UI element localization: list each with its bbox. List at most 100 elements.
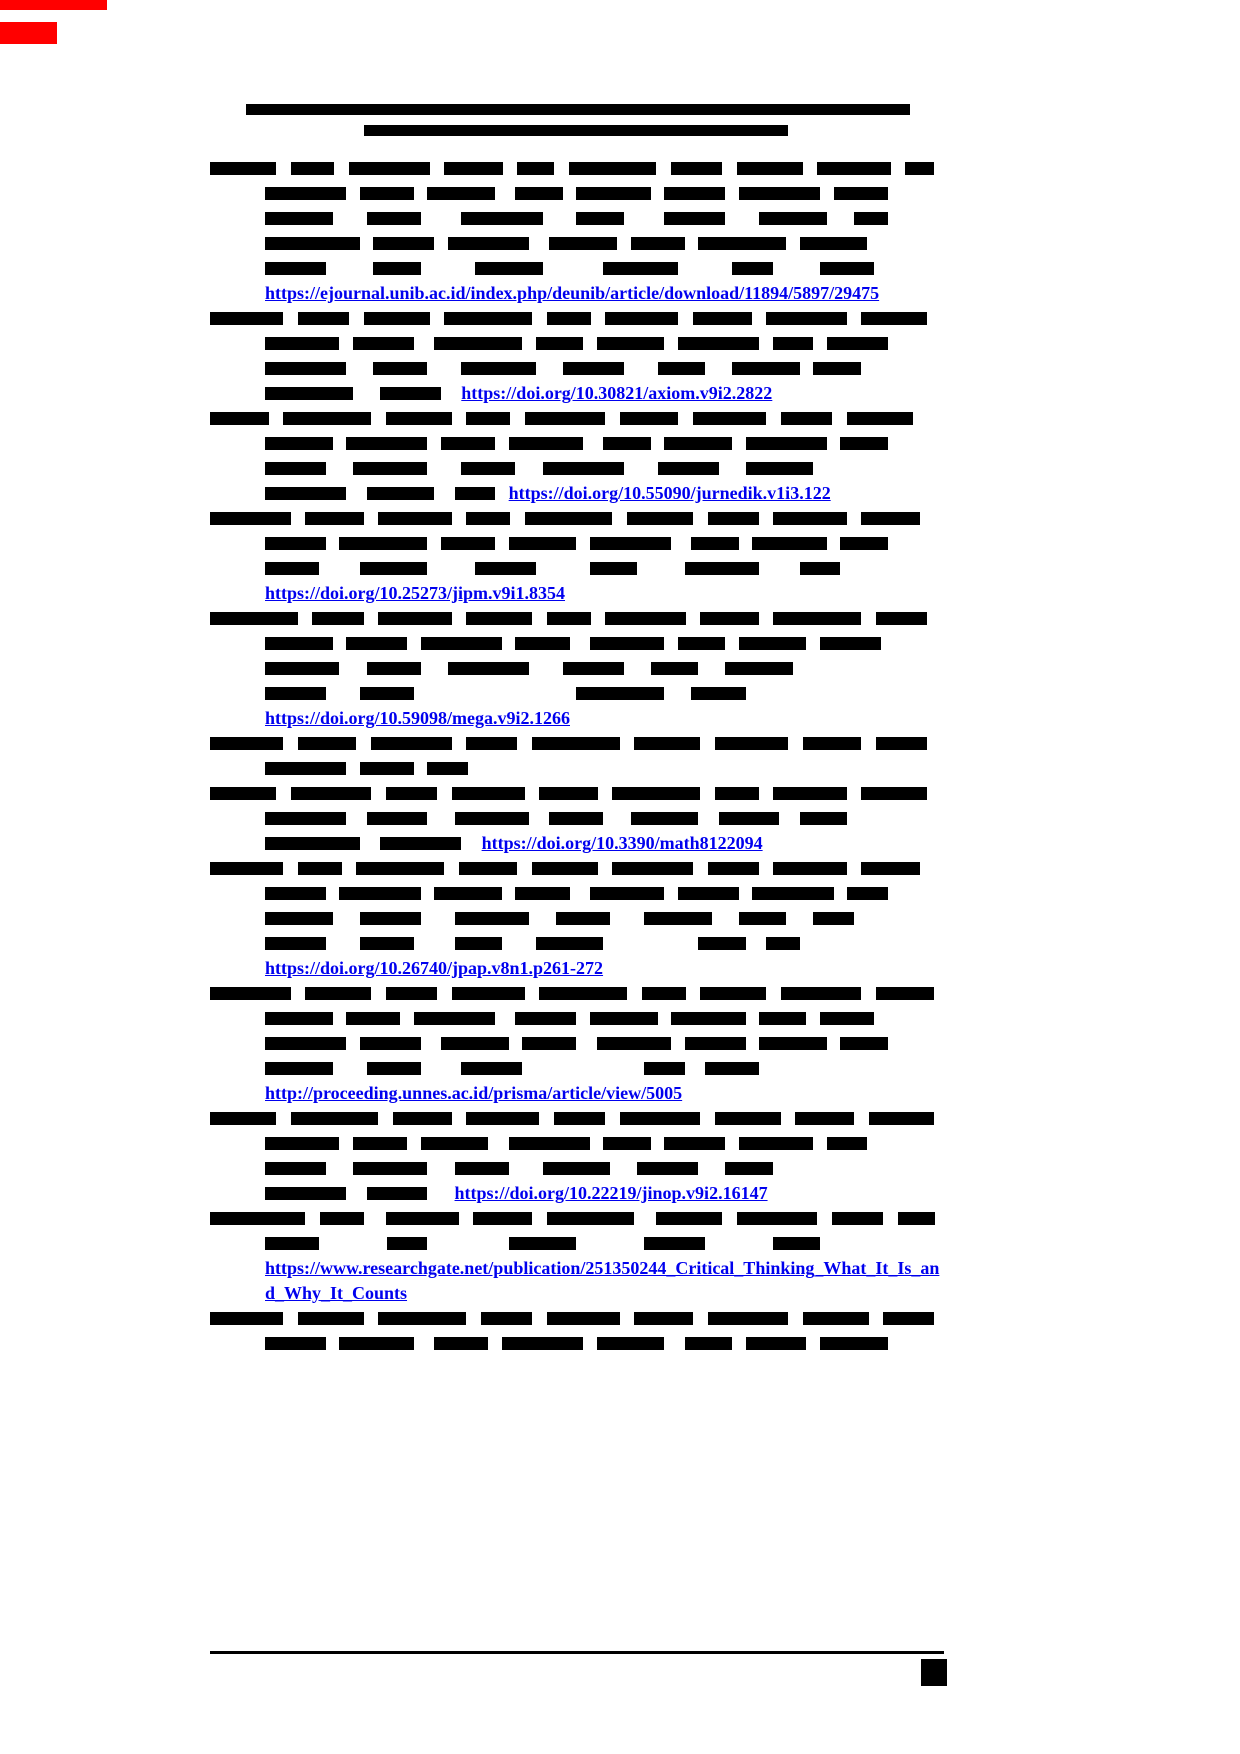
redacted-text	[265, 1137, 340, 1150]
redacted-text	[524, 512, 613, 525]
redacted-text	[546, 1212, 635, 1225]
text-gap	[430, 162, 445, 175]
reference-line	[210, 656, 942, 681]
reference-entry: https://doi.org/10.22219/jinop.v9i2.1614…	[210, 1106, 942, 1206]
text-gap	[414, 337, 434, 350]
redacted-text	[619, 1112, 701, 1125]
redacted-text	[508, 1137, 590, 1150]
redacted-text	[813, 912, 854, 925]
text-gap	[624, 362, 658, 375]
redacted-text	[799, 562, 841, 575]
redacted-text	[265, 1012, 333, 1025]
reference-link[interactable]: https://doi.org/10.26740/jpap.v8n1.p261-…	[265, 958, 604, 978]
red-corner-mark-left	[0, 22, 57, 44]
redacted-text	[447, 662, 530, 675]
text-gap	[414, 762, 428, 775]
redacted-text	[542, 462, 624, 475]
text-gap	[664, 1337, 684, 1350]
text-gap	[421, 1037, 441, 1050]
redacted-text	[356, 862, 445, 875]
text-gap	[725, 187, 739, 200]
text-gap	[407, 1137, 421, 1150]
redacted-text	[420, 1137, 489, 1150]
text-gap	[495, 537, 509, 550]
redacted-text	[359, 762, 414, 775]
redacted-text	[366, 212, 421, 225]
reference-link[interactable]: https://doi.org/10.55090/jurnedik.v1i3.1…	[508, 483, 831, 503]
redacted-text	[820, 1012, 875, 1025]
redacted-text	[297, 312, 350, 325]
text-gap	[583, 437, 603, 450]
redacted-text	[265, 237, 360, 250]
redacted-text	[366, 1187, 428, 1200]
redacted-text	[799, 237, 868, 250]
redacted-text	[366, 662, 421, 675]
redacted-text	[562, 362, 624, 375]
text-gap	[820, 187, 834, 200]
redacted-text	[677, 337, 760, 350]
redacted-text	[366, 812, 428, 825]
reference-line	[210, 681, 942, 706]
text-gap	[543, 262, 604, 275]
redacted-text	[832, 1212, 884, 1225]
text-gap	[759, 787, 774, 800]
text-gap	[624, 212, 665, 225]
text-gap	[414, 1337, 434, 1350]
redacted-text	[664, 187, 726, 200]
redacted-text	[359, 1037, 421, 1050]
redacted-text	[698, 937, 746, 950]
redacted-text	[612, 862, 693, 875]
reference-line: https://doi.org/10.25273/jipm.v9i1.8354	[210, 581, 942, 606]
reference-link[interactable]: https://doi.org/10.30821/axiom.v9i2.2822	[461, 383, 773, 403]
reference-link[interactable]: https://www.researchgate.net/publication…	[265, 1258, 940, 1303]
redacted-text	[539, 787, 598, 800]
redacted-text	[612, 787, 701, 800]
text-gap	[427, 1162, 454, 1175]
text-gap	[634, 1212, 656, 1225]
redacted-text	[366, 1062, 421, 1075]
text-gap	[434, 237, 448, 250]
text-gap	[722, 1212, 737, 1225]
redacted-text	[813, 362, 861, 375]
text-gap	[803, 162, 818, 175]
redacted-text	[515, 187, 563, 200]
text-gap	[686, 987, 701, 1000]
redacted-text	[549, 237, 617, 250]
reference-link[interactable]: http://proceeding.unnes.ac.id/prisma/art…	[265, 1083, 683, 1103]
text-gap	[827, 437, 841, 450]
reference-line	[210, 531, 942, 556]
reference-link[interactable]: https://ejournal.unib.ac.id/index.php/de…	[265, 283, 880, 303]
reference-line	[210, 906, 942, 931]
text-gap	[452, 612, 467, 625]
text-gap	[671, 537, 691, 550]
redacted-text	[373, 262, 421, 275]
redacted-text	[684, 1037, 746, 1050]
reference-line	[210, 781, 942, 806]
text-gap	[364, 612, 379, 625]
text-gap	[722, 162, 737, 175]
redacted-text	[427, 762, 469, 775]
reference-link[interactable]: https://doi.org/10.25273/jipm.v9i1.8354	[265, 583, 566, 603]
red-corner-mark-top	[0, 0, 107, 10]
text-gap	[339, 337, 353, 350]
text-gap	[291, 512, 306, 525]
redacted-text	[619, 412, 679, 425]
text-gap	[570, 637, 590, 650]
reference-line	[210, 631, 942, 656]
redacted-text	[657, 362, 705, 375]
text-gap	[509, 1037, 523, 1050]
redacted-text	[861, 512, 920, 525]
reference-link[interactable]: https://doi.org/10.59098/mega.v9i2.1266	[265, 708, 570, 728]
redacted-text	[589, 887, 665, 900]
text-gap	[705, 362, 732, 375]
reference-link[interactable]: https://doi.org/10.22219/jinop.v9i2.1614…	[454, 1183, 768, 1203]
redacted-text	[603, 262, 678, 275]
redacted-text	[359, 187, 414, 200]
redacted-text	[603, 437, 651, 450]
reference-link[interactable]: https://doi.org/10.3390/math8122094	[481, 833, 763, 853]
text-gap	[427, 562, 474, 575]
redacted-text	[474, 562, 536, 575]
text-gap	[705, 1237, 773, 1250]
redacted-text	[440, 1037, 509, 1050]
redacted-text	[265, 562, 320, 575]
